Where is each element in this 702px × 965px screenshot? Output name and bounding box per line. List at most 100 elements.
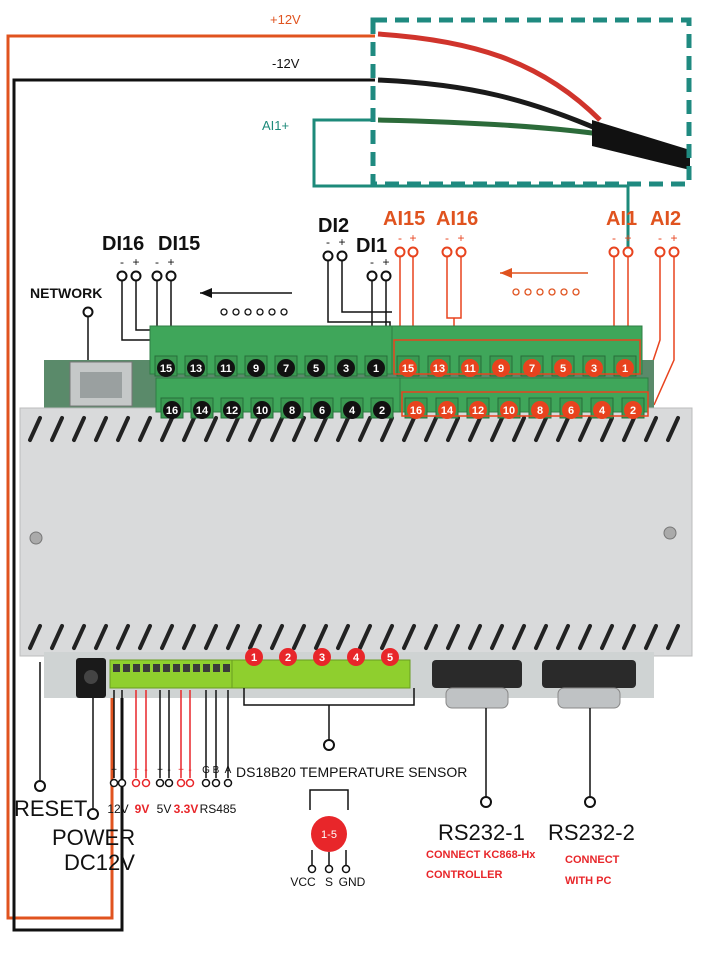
power-pin-connector	[223, 778, 233, 788]
ai-bottom-terminal-number: 10	[503, 405, 515, 417]
vent-slot-bottom	[314, 624, 328, 650]
di-top-terminal-number: 9	[253, 363, 259, 375]
minus12v-label: -12V	[272, 56, 300, 71]
di-top-terminal-badge	[367, 359, 385, 377]
di-top-terminal-badge	[187, 359, 205, 377]
di-top-terminal-badge	[157, 359, 175, 377]
di1-minus: -	[370, 255, 374, 269]
vent-slot-bottom	[446, 624, 460, 650]
power-pin-sign: -	[120, 765, 123, 776]
di-bottom-terminal-badge	[343, 401, 361, 419]
ai-top-terminal-number: 13	[433, 363, 445, 375]
temp-port-number: 1	[251, 652, 257, 664]
ai-top-terminal-number: 9	[498, 363, 504, 375]
di-direction-arrow	[200, 288, 292, 316]
di16-minus: -	[120, 255, 124, 269]
ai-top-terminal-badge	[616, 359, 634, 377]
temp-port-number: 5	[387, 652, 393, 664]
vent-slot-top	[534, 416, 548, 442]
di-bottom-terminal-number: 6	[319, 405, 325, 417]
power-pin-connector	[201, 778, 211, 788]
vent-slot-top	[600, 416, 614, 442]
temp-sensor-badge: 1-5	[321, 829, 337, 841]
vent-slot-bottom	[138, 624, 152, 650]
reset-label: RESET	[14, 796, 87, 821]
di2-label: DI2	[318, 215, 349, 237]
power-label: POWER	[52, 825, 135, 850]
power-pin-label: 12V	[107, 802, 128, 816]
vent-slot-bottom	[50, 624, 64, 650]
temp-pin-s: S	[325, 875, 333, 889]
di2-minus: -	[326, 235, 330, 249]
power-pin-connector	[109, 778, 119, 788]
di16-minus-connector	[116, 270, 128, 282]
vent-slot-top	[622, 416, 636, 442]
rs232-1-line	[480, 708, 492, 808]
vent-slot-bottom	[512, 624, 526, 650]
ai15-plus-connector	[407, 246, 419, 258]
vent-slot-top	[358, 416, 372, 442]
power-pin-connector	[131, 778, 141, 788]
di-top-terminal-badge	[277, 359, 295, 377]
di16-label: DI16	[102, 233, 144, 255]
vent-slot-top	[644, 416, 658, 442]
power-pin-sign: B	[213, 765, 220, 776]
cable-dashed-box	[370, 17, 692, 187]
vent-slot-bottom	[94, 624, 108, 650]
vent-slot-top	[336, 416, 350, 442]
vent-slot-bottom	[380, 624, 394, 650]
ai1-minus: -	[612, 231, 616, 245]
vent-slot-top	[512, 416, 526, 442]
db9-connector-1	[432, 660, 522, 709]
vent-slot-top	[226, 416, 240, 442]
ai1plus-label: AI1+	[262, 118, 289, 133]
vent-slot-bottom	[292, 624, 306, 650]
ai2-minus: -	[658, 231, 662, 245]
ai16-minus: -	[445, 231, 449, 245]
vent-slot-top	[50, 416, 64, 442]
vent-slot-top	[402, 416, 416, 442]
vent-slot-bottom	[248, 624, 262, 650]
ai-top-terminal-badge	[585, 359, 603, 377]
vent-slot-bottom	[270, 624, 284, 650]
di-bottom-terminal-number: 16	[166, 405, 178, 417]
vent-slot-bottom	[490, 624, 504, 650]
ai-bottom-terminal-badge	[438, 401, 456, 419]
vent-slot-bottom	[578, 624, 592, 650]
vent-slot-top	[94, 416, 108, 442]
vent-slot-bottom	[72, 624, 86, 650]
temp-port-badge	[313, 648, 331, 666]
vent-slot-top	[380, 416, 394, 442]
vent-slot-bottom	[226, 624, 240, 650]
reset-line	[34, 662, 46, 792]
power-line	[87, 698, 99, 820]
vent-slot-top	[314, 416, 328, 442]
ai2-plus: +	[670, 231, 677, 245]
di2-plus: +	[338, 235, 345, 249]
di-bottom-terminal-number: 12	[226, 405, 238, 417]
vent-slot-top	[578, 416, 592, 442]
di16-plus-connector	[130, 270, 142, 282]
temp-sensor-symbol: 1-5	[307, 789, 351, 874]
ai-top-terminal-number: 3	[591, 363, 597, 375]
power-pin-sign: +	[157, 765, 163, 776]
power-wires	[6, 34, 630, 932]
vent-slot-top	[556, 416, 570, 442]
vent-slot-bottom	[358, 624, 372, 650]
power-pin-sign: -	[144, 765, 147, 776]
di15-plus-connector	[165, 270, 177, 282]
ai16-plus-connector	[455, 246, 467, 258]
plus12v-label: +12V	[270, 12, 301, 27]
ai16-minus-connector	[441, 246, 453, 258]
di1-plus-connector	[380, 270, 392, 282]
ai16-plus: +	[457, 231, 464, 245]
network-connector	[82, 306, 94, 318]
vent-slot-bottom	[402, 624, 416, 650]
di-bottom-terminal-number: 10	[256, 405, 268, 417]
vent-slot-top	[424, 416, 438, 442]
ai-top-terminal-number: 5	[560, 363, 566, 375]
vent-slot-top	[204, 416, 218, 442]
vent-slot-top	[490, 416, 504, 442]
